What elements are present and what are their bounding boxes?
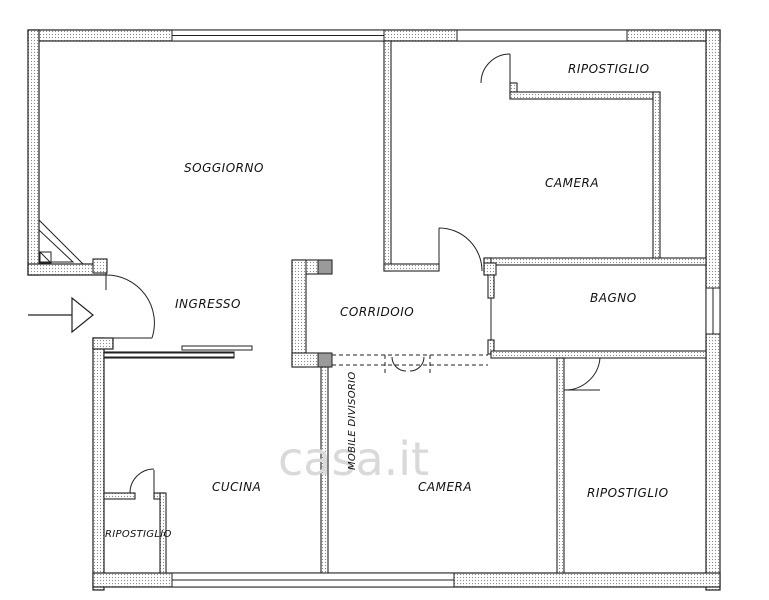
mobile-divisorio-doors: [332, 354, 488, 375]
corner-fireplace: [38, 218, 85, 265]
label-ingresso: INGRESSO: [175, 297, 241, 311]
doors: [104, 53, 601, 494]
label-corridoio: CORRIDOIO: [340, 305, 414, 319]
divisorio-door-swing: [391, 356, 425, 372]
label-cucina: CUCINA: [212, 480, 261, 494]
pillars: [317, 259, 333, 368]
sliding-partition: [103, 345, 253, 358]
label-ripostiglio-top: RIPOSTIGLIO: [568, 62, 650, 76]
label-ripostiglio-bottom: RIPOSTIGLIO: [587, 486, 669, 500]
arrow-right-icon: [28, 296, 94, 334]
label-soggiorno: SOGGIORNO: [184, 161, 264, 175]
watermark: casa.it: [278, 432, 429, 486]
label-mobile-divisorio: MOBILE DIVISORIO: [347, 371, 358, 470]
windows: [171, 29, 721, 588]
label-bagno: BAGNO: [590, 291, 637, 305]
label-camera-bottom: CAMERA: [418, 480, 472, 494]
label-ripostiglio-small: RIPOSTIGLIO: [105, 529, 172, 540]
label-camera-top: CAMERA: [545, 176, 599, 190]
